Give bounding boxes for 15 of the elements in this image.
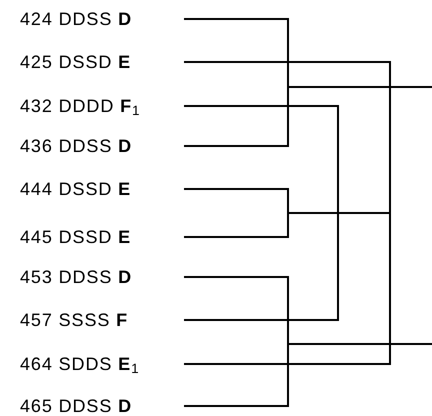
bracket-line xyxy=(184,61,391,365)
bracket-line xyxy=(184,276,289,407)
sample-label: 464 SDDS E$_{1}$ xyxy=(20,353,184,375)
bracket-line xyxy=(184,18,289,147)
sample-label: 432 DDDD F$_{1}$ xyxy=(20,95,184,117)
sample-label: 425 DSSD E xyxy=(20,51,184,73)
bracket-line xyxy=(184,105,339,321)
sample-label: 453 DDSS D xyxy=(20,266,184,288)
sample-label: 444 DSSD E xyxy=(20,178,184,200)
sample-label: 445 DSSD E xyxy=(20,226,184,248)
bracket-line xyxy=(184,188,289,238)
sample-label: 436 DDSS D xyxy=(20,135,184,157)
sample-label: 465 DDSS D xyxy=(20,395,184,416)
sample-label: 457 SSSS F xyxy=(20,309,184,331)
sample-label: 424 DDSS D xyxy=(20,8,184,30)
